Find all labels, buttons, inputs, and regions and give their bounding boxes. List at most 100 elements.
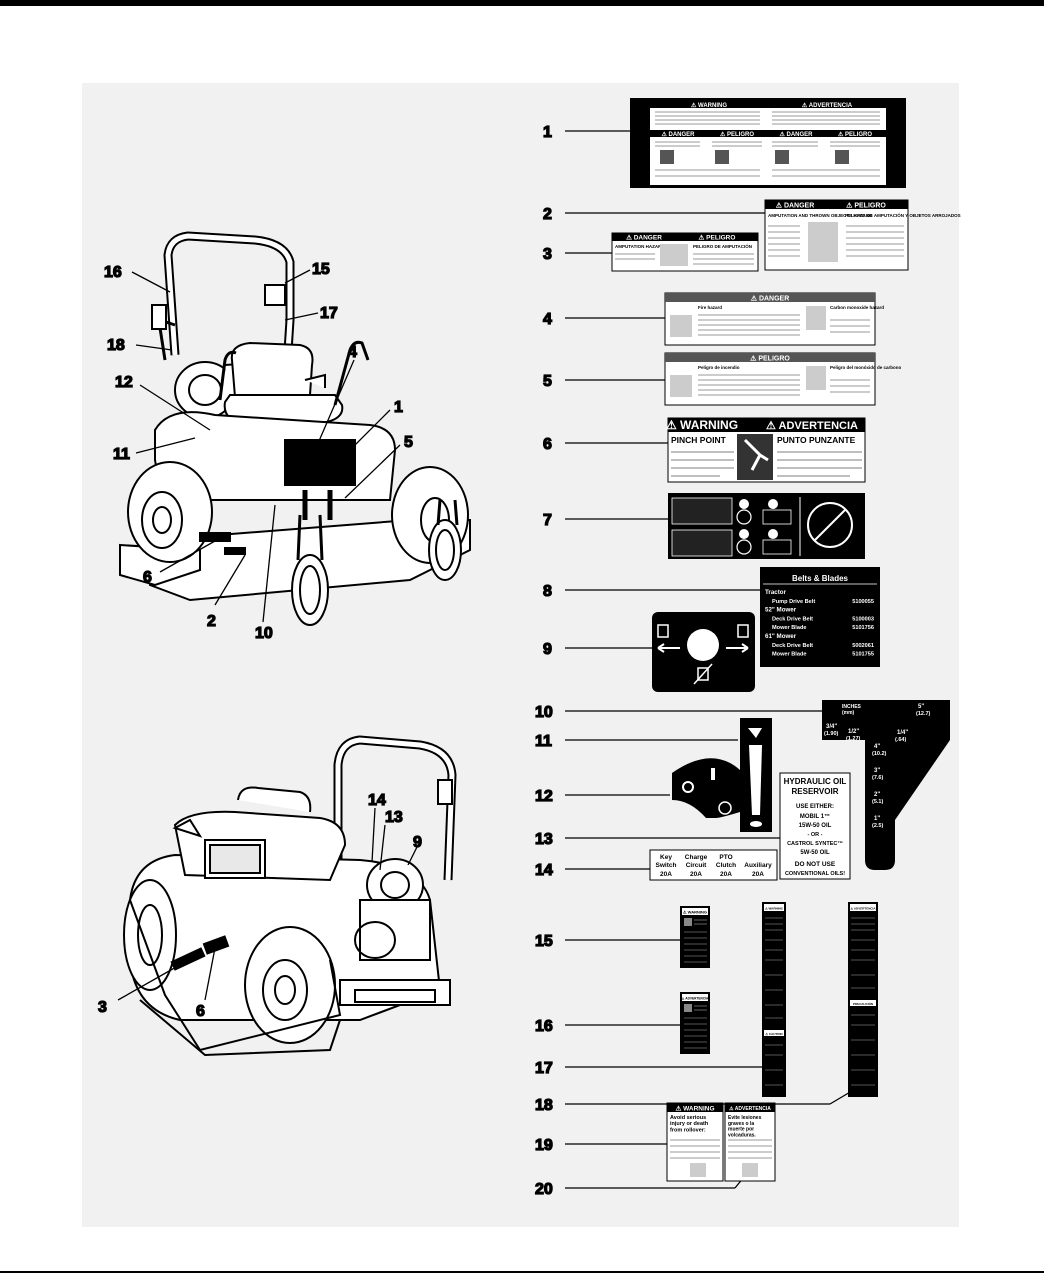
decal-8-title: Belts & Blades — [792, 574, 849, 583]
callout-left-3: 3 — [98, 999, 107, 1016]
callout-left-2: 2 — [207, 613, 216, 630]
decal-15-header: ⚠ WARNING — [683, 910, 707, 915]
decal-4-right-title: Carbon monoxide hazard — [830, 305, 884, 310]
callout-left-15: 15 — [312, 261, 330, 278]
decal-10-mark-sub: (12.7) — [916, 711, 931, 717]
decal-10-mm: (mm) — [842, 710, 855, 716]
decal-8-heading: 52" Mower — [765, 607, 797, 614]
callout-left-11: 11 — [113, 446, 130, 463]
callout-left-6b: 6 — [196, 1003, 205, 1020]
decal-14-label-line1: Key — [660, 854, 672, 861]
decal-1-peligro-header: ⚠ PELIGRO — [720, 131, 754, 138]
callout-right-20: 20 — [535, 1181, 553, 1198]
decal-10-mark-sub: (10.2) — [872, 751, 887, 757]
decal-6-warning-header: ⚠ WARNING — [666, 418, 738, 432]
decal-3-title-en: AMPUTATION HAZARD — [615, 244, 665, 249]
decal-18-precaucion: PRECAUCIÓN — [853, 1001, 873, 1006]
decal-14-label-line2: Auxiliary — [744, 862, 772, 869]
callout-right-13: 13 — [535, 831, 553, 848]
decal-14-amperage: 20A — [720, 871, 732, 878]
mower-front-illustration — [119, 231, 471, 626]
decal-10-mark-label: 5" — [918, 704, 924, 710]
callout-right-6: 6 — [543, 436, 552, 453]
decal-20-header: ⚠ ADVERTENCIA — [729, 1106, 771, 1112]
decal-1-warning-header: ⚠ WARNING — [691, 102, 727, 109]
callout-left-6a: 6 — [143, 569, 152, 586]
callout-left-1: 1 — [394, 399, 403, 416]
decal-13-line: MOBIL 1™ — [800, 813, 830, 820]
decal-14-label-line1: Charge — [685, 854, 708, 861]
decal-10-mark-label: 2" — [874, 792, 880, 798]
decal-10-mark-sub: (2.5) — [872, 823, 883, 829]
decal-17-header: ⚠ WARNING — [765, 907, 784, 911]
decal-14-label-line2: Circuit — [686, 862, 707, 869]
decal-10-mark-label: 3" — [874, 768, 880, 774]
callout-right-17: 17 — [535, 1060, 553, 1077]
callout-left-18: 18 — [107, 337, 125, 354]
decal-14-label-line2: Clutch — [716, 862, 736, 869]
callout-left-16: 16 — [104, 264, 122, 281]
decal-13-line: CONVENTIONAL OILS! — [785, 871, 845, 877]
decal-8-item-label: Deck Drive Belt — [772, 643, 813, 649]
decal-10-mark-label: 3/4" — [826, 724, 837, 730]
decal-14-amperage: 20A — [752, 871, 764, 878]
decal-14-fuse-labels: KeySwitch20AChargeCircuit20APTOClutch20A… — [649, 849, 778, 881]
decal-4-danger-fire-co: ⚠ DANGER Fire hazard Carbon monoxide haz… — [664, 292, 884, 346]
callout-right-18: 18 — [535, 1097, 553, 1114]
decal-2-amputation-thrown-objects: ⚠ DANGER ⚠ PELIGRO AMPUTATION AND THROWN… — [764, 199, 961, 271]
callout-right-2: 2 — [543, 206, 552, 223]
callout-right-7: 7 — [543, 512, 552, 529]
callout-left-10: 10 — [255, 625, 273, 642]
decal-4-left-title: Fire hazard — [698, 305, 722, 310]
decal-3-title-es: PELIGRO DE AMPUTACIÓN — [693, 242, 752, 249]
decal-9-fuel-selector — [652, 612, 755, 692]
decal-10-mark-sub: (.64) — [895, 737, 906, 743]
decal-8-heading: 61" Mower — [765, 633, 797, 640]
decal-4-header: ⚠ DANGER — [751, 295, 790, 303]
callout-right-12: 12 — [535, 788, 553, 805]
callout-right-19: 19 — [535, 1137, 553, 1154]
decal-10-mark-label: 4" — [874, 744, 880, 750]
decal-6-pinch-point: ⚠ WARNING ⚠ ADVERTENCIA PINCH POINT PUNT… — [666, 417, 866, 483]
decal-15-warning: ⚠ WARNING — [680, 906, 710, 968]
decal-13-line: DO NOT USE — [795, 861, 836, 868]
decal-1-danger-header: ⚠ DANGER — [661, 131, 695, 138]
decal-8-item-value: 5101756 — [852, 625, 874, 631]
decal-8-item-value: 5101755 — [852, 652, 874, 658]
callout-left-5: 5 — [404, 434, 413, 451]
decal-8-item-value: 5002061 — [852, 643, 874, 649]
decal-1-safety-panel: ⚠ WARNING ⚠ ADVERTENCIA ⚠ DANGER ⚠ PELIG… — [630, 98, 906, 188]
decal-16-advertencia: ⚠ ADVERTENCIA — [680, 992, 710, 1054]
decal-13-line: HYDRAULIC OIL — [784, 777, 847, 786]
callout-left-12: 12 — [115, 374, 133, 391]
decal-6-title-en: PINCH POINT — [671, 435, 727, 445]
callout-left-17: 17 — [320, 305, 338, 322]
decal-14-label-line1: PTO — [719, 854, 732, 861]
decal-13-line: RESERVOIR — [792, 787, 839, 796]
decal-13-line: - OR - — [808, 832, 823, 838]
decal-5-right-title: Peligro del monóxido de carbono — [830, 365, 902, 370]
decal-10-mark-label: 1/4" — [897, 730, 908, 736]
decal-8-item-value: 5100003 — [852, 616, 874, 622]
decal-10-mark-sub: (7.6) — [872, 775, 883, 781]
callout-right-11: 11 — [535, 733, 552, 750]
callout-left-9: 9 — [413, 834, 422, 851]
decal-6-title-es: PUNTO PUNZANTE — [777, 435, 856, 445]
callout-right-14: 14 — [535, 862, 553, 879]
callout-right-15: 15 — [535, 933, 553, 950]
callout-right-10: 10 — [535, 704, 553, 721]
decal-7-operating-pictograms — [668, 493, 865, 559]
left-callouts: 16 15 17 18 4 12 1 11 5 6 2 10 1 — [97, 260, 422, 1020]
decal-19-header: ⚠ WARNING — [675, 1105, 714, 1113]
decal-12-choke-arc — [672, 758, 740, 818]
decal-1-danger-header-2: ⚠ DANGER — [779, 131, 813, 138]
decal-14-amperage: 20A — [660, 871, 672, 878]
callout-left-14: 14 — [368, 792, 386, 809]
